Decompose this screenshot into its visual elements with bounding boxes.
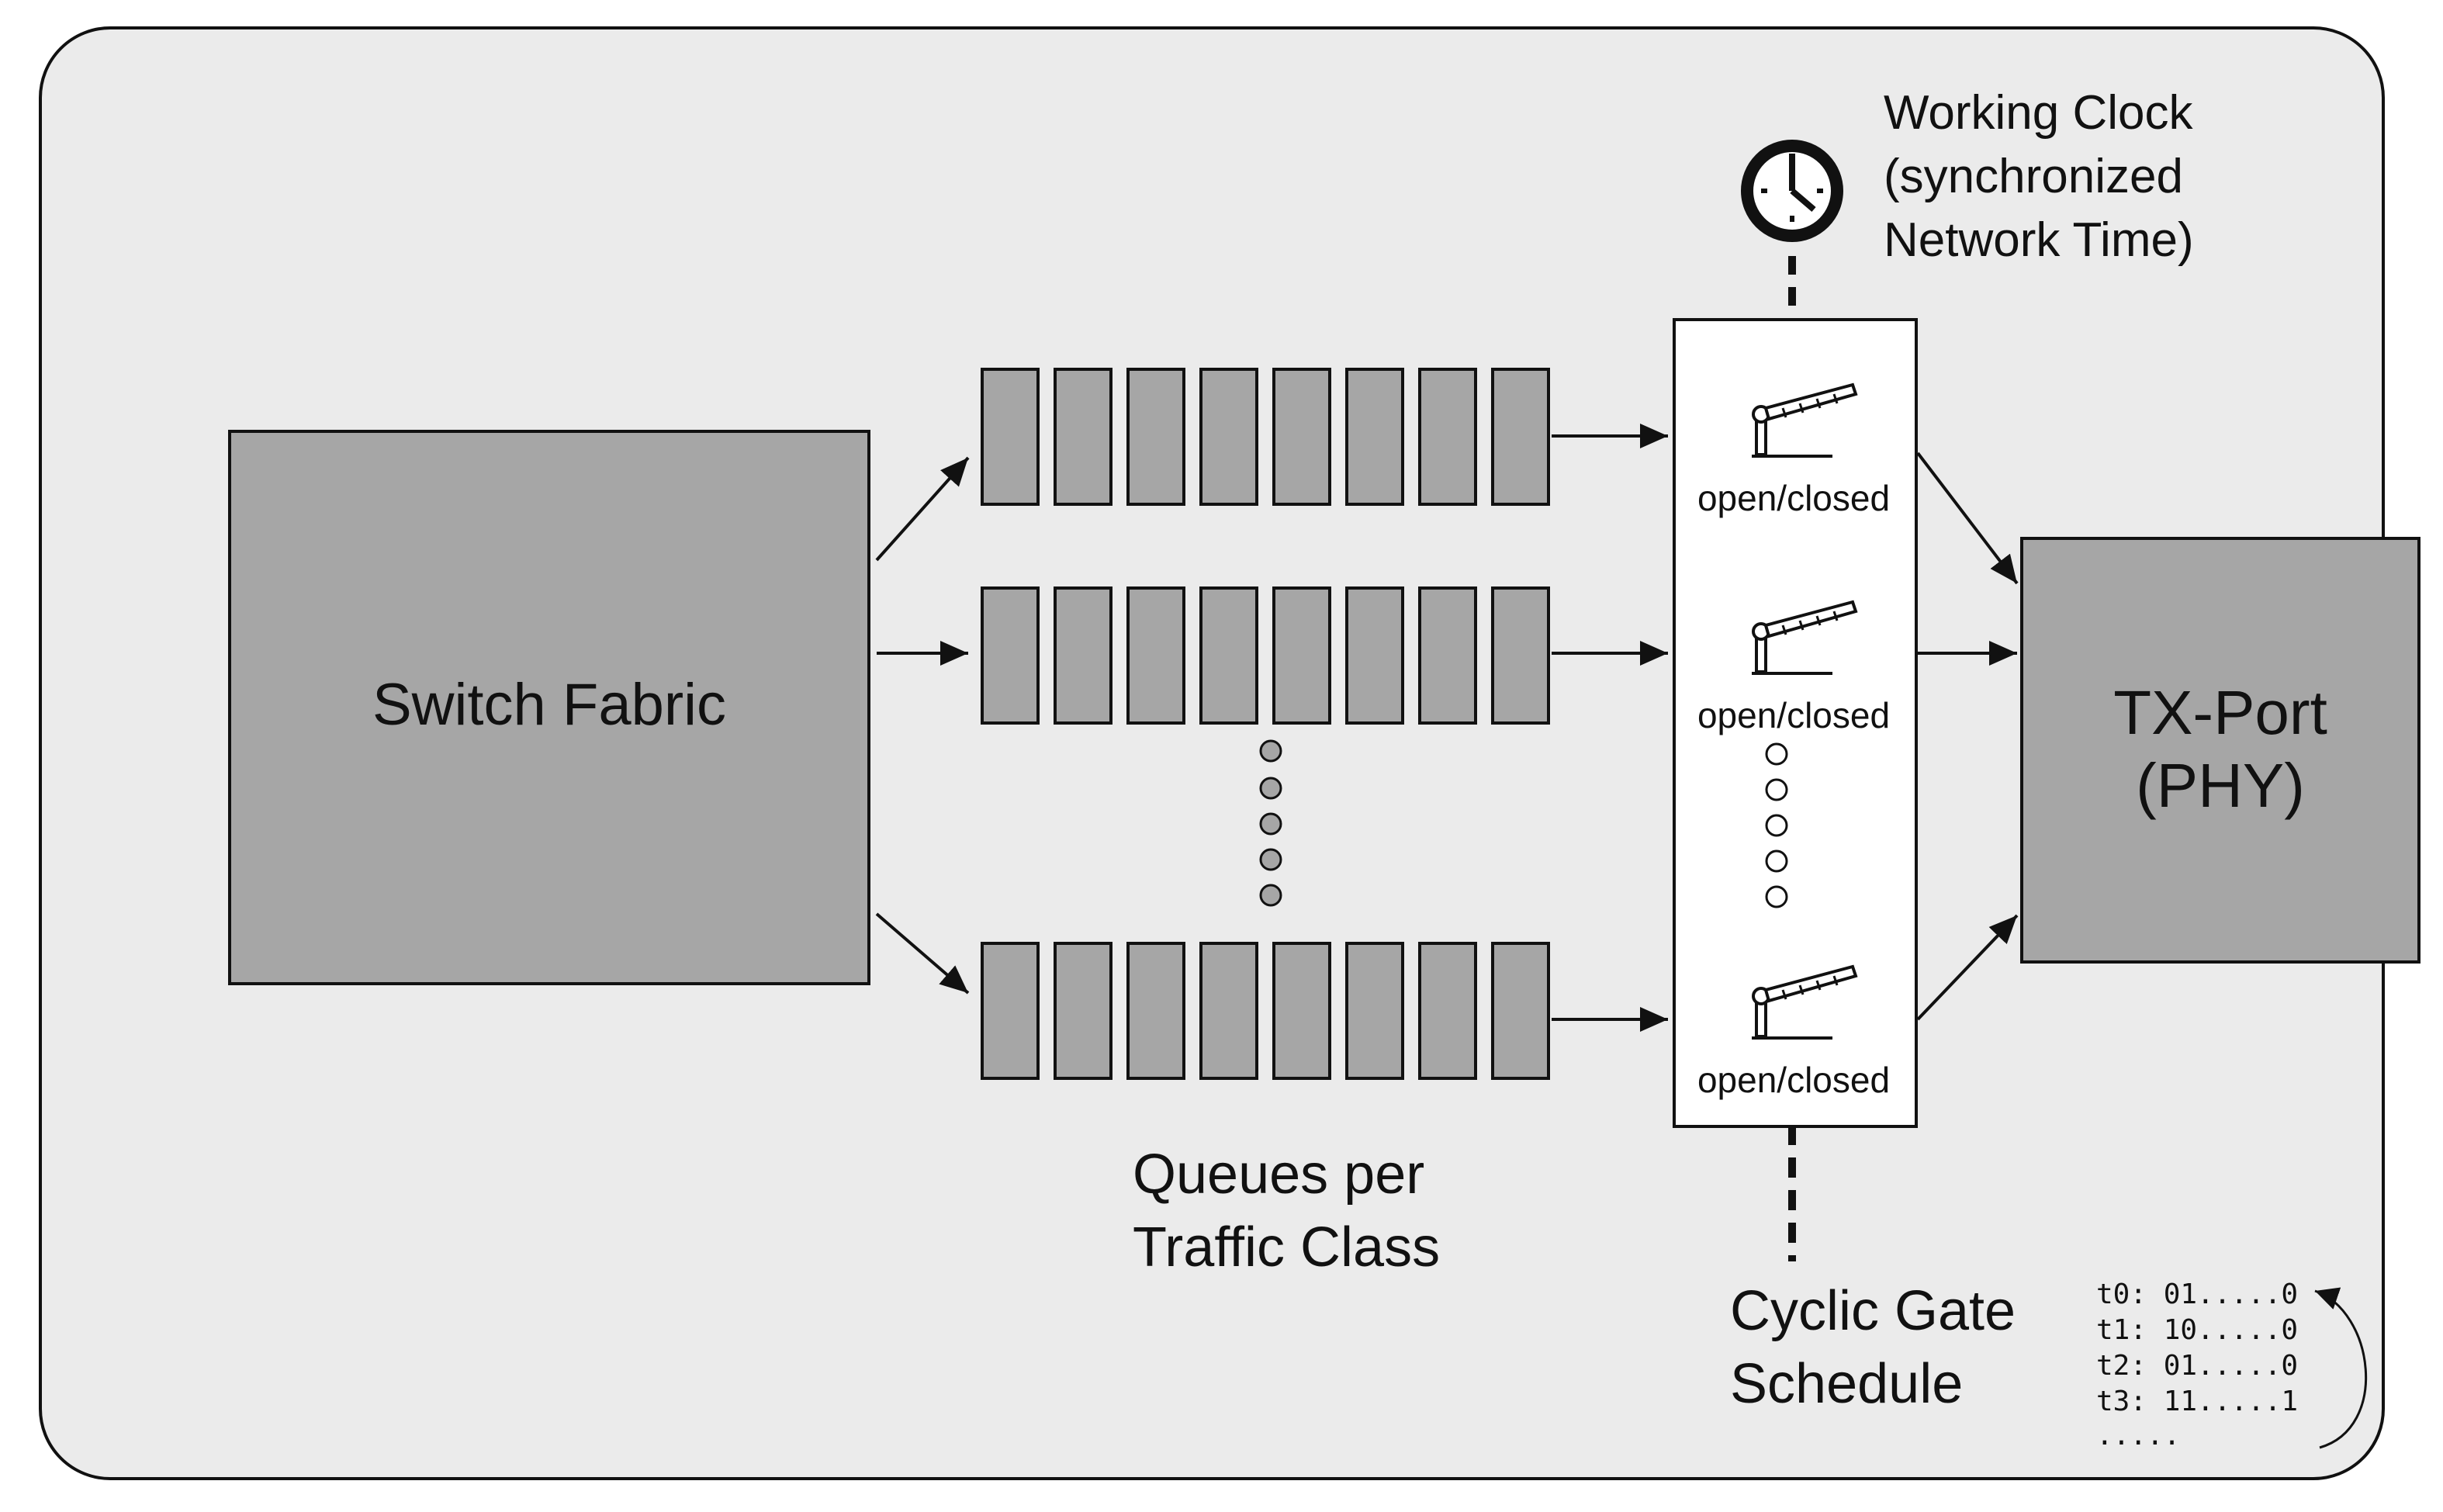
gate-2: open/closed (1697, 600, 1890, 735)
queue-cell (1126, 942, 1185, 1080)
queue-cell (1054, 586, 1112, 725)
queue-cell (1199, 368, 1258, 506)
schedule-table: t0: 01.....0 t1: 10.....0 t2: 01.....0 t… (2096, 1278, 2298, 1451)
fabric-to-queue-arrow-3 (875, 912, 970, 995)
working-clock-label-line-3: Network Time) (1884, 213, 2194, 267)
queue-cell (1272, 942, 1331, 1080)
queue-cell (1272, 368, 1331, 506)
queue-cell (1345, 368, 1404, 506)
queues-label-line-2: Traffic Class (1133, 1216, 1440, 1278)
queue-cell (1272, 586, 1331, 725)
queue-cell (1491, 942, 1550, 1080)
queue-cell (981, 942, 1040, 1080)
queue-cell (1345, 586, 1404, 725)
queue-cell (1199, 942, 1258, 1080)
schedule-entry: t3: 11.....1 (2096, 1386, 2298, 1417)
barrier-gate-icon (1752, 964, 1858, 1040)
queue-cell (1418, 368, 1477, 506)
queue-row-3 (981, 942, 1550, 1080)
queue-cell (1054, 942, 1112, 1080)
queue-cell (981, 586, 1040, 725)
schedule-entry: ..... (2096, 1420, 2180, 1451)
barrier-gate-icon (1752, 382, 1858, 458)
queue-cell (1199, 586, 1258, 725)
schedule-entry: t0: 01.....0 (2096, 1278, 2298, 1310)
tx-port-sublabel: (PHY) (2136, 751, 2305, 820)
queue-row-1 (981, 368, 1550, 506)
queue-cell (1345, 942, 1404, 1080)
switch-fabric-box (228, 430, 870, 985)
working-clock-label-line-2: (synchronized (1884, 150, 2183, 203)
queues-label-line-1: Queues per (1133, 1144, 1424, 1206)
queue-cell (1126, 586, 1185, 725)
gate-3-label: open/closed (1697, 1060, 1890, 1100)
clock-icon (1741, 140, 1843, 242)
barrier-gate-icon (1752, 600, 1858, 675)
queue-ellipsis (1259, 739, 1282, 907)
schedule-entry: t2: 01.....0 (2096, 1350, 2298, 1382)
queue-row-2 (981, 586, 1550, 725)
tx-port-box (2020, 537, 2421, 964)
gate-2-label: open/closed (1697, 695, 1890, 735)
queue-cell (1054, 368, 1112, 506)
gate-to-tx-arrow-1 (1916, 452, 2019, 585)
queue-cell (1418, 942, 1477, 1080)
fabric-to-queue-arrow-1 (875, 456, 970, 562)
switch-fabric-label: Switch Fabric (372, 672, 726, 738)
queue-cell (1491, 368, 1550, 506)
schedule-label-line-1: Cyclic Gate (1730, 1280, 2016, 1342)
queue-cell (1126, 368, 1185, 506)
queue-cell (1418, 586, 1477, 725)
queue-cell (981, 368, 1040, 506)
gate-to-tx-arrow-3 (1916, 914, 2019, 1021)
gate-3: open/closed (1697, 964, 1890, 1100)
queue-cell (1491, 586, 1550, 725)
schedule-label-line-2: Schedule (1730, 1353, 1963, 1415)
gate-1: open/closed (1697, 382, 1890, 518)
gate-1-label: open/closed (1697, 478, 1890, 518)
schedule-cycle-arrow (2314, 1287, 2368, 1449)
tx-port-label: TX-Port (2113, 678, 2327, 747)
schedule-entry: t1: 10.....0 (2096, 1314, 2298, 1346)
gate-ellipsis (1765, 742, 1788, 908)
working-clock-label-line-1: Working Clock (1884, 86, 2194, 140)
